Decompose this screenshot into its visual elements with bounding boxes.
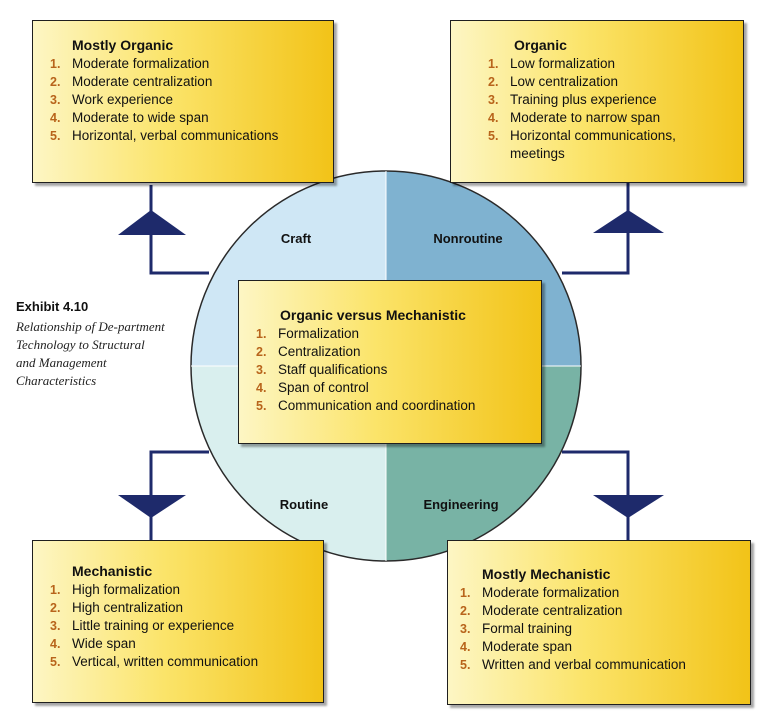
list-item: 2. Centralization — [256, 343, 531, 361]
list-item: 3. Staff qualifications — [256, 361, 531, 379]
item-text: Training plus experience — [510, 92, 657, 107]
list-item: 2. High centralization — [50, 599, 313, 617]
box-title: Mechanistic — [72, 563, 153, 579]
item-text: High formalization — [72, 582, 181, 597]
item-text: Moderate centralization — [72, 74, 213, 89]
item-text: Wide span — [72, 636, 136, 651]
list-item: 3. Training plus experience — [488, 91, 733, 109]
item-number: 1. — [488, 57, 499, 71]
item-text: Formal training — [482, 621, 573, 636]
item-number: 4. — [50, 637, 61, 651]
list-item: 1. Low formalization — [488, 55, 733, 73]
item-text: Moderate formalization — [72, 56, 210, 71]
item-number: 1. — [50, 583, 61, 597]
arrow-down-right — [593, 495, 664, 518]
box-organic-versus-mechanistic: Organic versus Mechanistic 1. Formalizati… — [238, 280, 542, 444]
item-text: Work experience — [72, 92, 174, 107]
list-item: 4. Moderate span — [460, 638, 742, 656]
item-text: Formalization — [278, 326, 360, 341]
item-text: Little training or experience — [72, 618, 235, 633]
item-number: 4. — [460, 640, 471, 654]
arrow-up-right — [593, 210, 664, 233]
list-item: 4. Span of control — [256, 379, 531, 397]
item-number: 1. — [256, 327, 267, 341]
item-text: Moderate span — [482, 639, 573, 654]
item-text: Span of control — [278, 380, 369, 395]
item-text: Horizontal, verbal communications — [72, 128, 279, 143]
item-number: 2. — [50, 601, 61, 615]
list-item: 4. Moderate to wide span — [50, 109, 323, 127]
item-text: Low formalization — [510, 56, 616, 71]
item-text: Centralization — [278, 344, 361, 359]
item-number: 4. — [256, 381, 267, 395]
item-number: 2. — [488, 75, 499, 89]
box-organic: Organic 1. Low formalization 2. Low centra… — [450, 20, 744, 183]
item-text: Staff qualifications — [278, 362, 388, 377]
list-item: 1. Formalization — [256, 325, 531, 343]
item-number: 1. — [460, 586, 471, 600]
box-mostly-mechanistic: Mostly Mechanistic 1. Moderate formalizat… — [447, 540, 751, 705]
list-item: 2. Moderate centralization — [460, 602, 742, 620]
item-text: Horizontal communications, meetings — [510, 128, 676, 161]
item-number: 5. — [50, 129, 61, 143]
connector-arrows — [118, 210, 664, 518]
item-number: 3. — [488, 93, 499, 107]
box-title: Mostly Organic — [72, 37, 174, 53]
arrow-up-left — [118, 210, 186, 235]
box-mechanistic: Mechanistic 1. High formalization 2. High … — [32, 540, 324, 703]
item-number: 5. — [460, 658, 471, 672]
box-mostly-organic: Mostly Organic 1.Moderate formalization … — [32, 20, 334, 183]
item-number: 2. — [50, 75, 61, 89]
item-number: 3. — [50, 619, 61, 633]
item-text: Vertical, written communication — [72, 654, 259, 669]
list-item: 5. Vertical, written communication — [50, 653, 313, 671]
list-item: 4. Wide span — [50, 635, 313, 653]
item-text: Moderate formalization — [482, 585, 620, 600]
quadrant-label-nonroutine: Nonroutine — [433, 231, 503, 246]
quadrant-label-craft: Craft — [280, 231, 312, 246]
item-number: 3. — [50, 93, 61, 107]
list-item: 1. Moderate formalization — [460, 584, 742, 602]
list-item: 1. Moderate formalization — [50, 55, 323, 73]
list-item: 2. Moderate centralization — [50, 73, 323, 91]
box-title: Organic — [514, 37, 567, 53]
arrow-down-left — [118, 495, 186, 518]
item-text: Written and verbal communication — [482, 657, 686, 672]
list-item: 3. Work experience — [50, 91, 323, 109]
item-number: 5. — [488, 129, 499, 143]
list-item: 3. Little training or experience — [50, 617, 313, 635]
item-number: 3. — [256, 363, 267, 377]
item-text: Low centralization — [510, 74, 619, 89]
list-item: 1. High formalization — [50, 581, 313, 599]
list-item: 4. Moderate to narrow span — [488, 109, 733, 127]
list-item: 5. Communication and coordination — [256, 397, 531, 415]
item-text: Moderate centralization — [482, 603, 623, 618]
box-title: Mostly Mechanistic — [482, 566, 611, 582]
item-number: 4. — [488, 111, 499, 125]
item-number: 2. — [256, 345, 267, 359]
list-item: 5. Written and verbal communication — [460, 656, 742, 674]
item-text: Communication and coordination — [278, 398, 476, 413]
item-number: 4. — [50, 111, 61, 125]
item-text: Moderate to wide span — [72, 110, 209, 125]
exhibit-description: Relationship of De-partment Technology t… — [16, 319, 165, 388]
list-item: 5. Horizontal, verbal communications — [50, 127, 323, 145]
exhibit-caption: Exhibit 4.10 Relationship of De-partment… — [16, 299, 166, 390]
quadrant-label-engineering: Engineering — [423, 497, 499, 512]
item-number: 5. — [50, 655, 61, 669]
item-text: Moderate to narrow span — [510, 110, 661, 125]
quadrant-label-routine: Routine — [279, 497, 329, 512]
box-title: Organic versus Mechanistic — [280, 307, 466, 323]
list-item: 2. Low centralization — [488, 73, 733, 91]
item-number: 1. — [50, 57, 61, 71]
item-text: High centralization — [72, 600, 184, 615]
exhibit-number: Exhibit 4.10 — [16, 299, 89, 314]
list-item: 3. Formal training — [460, 620, 742, 638]
list-item: 5. Horizontal communications, meetings — [488, 127, 733, 163]
item-number: 2. — [460, 604, 471, 618]
item-number: 3. — [460, 622, 471, 636]
item-number: 5. — [256, 399, 267, 413]
